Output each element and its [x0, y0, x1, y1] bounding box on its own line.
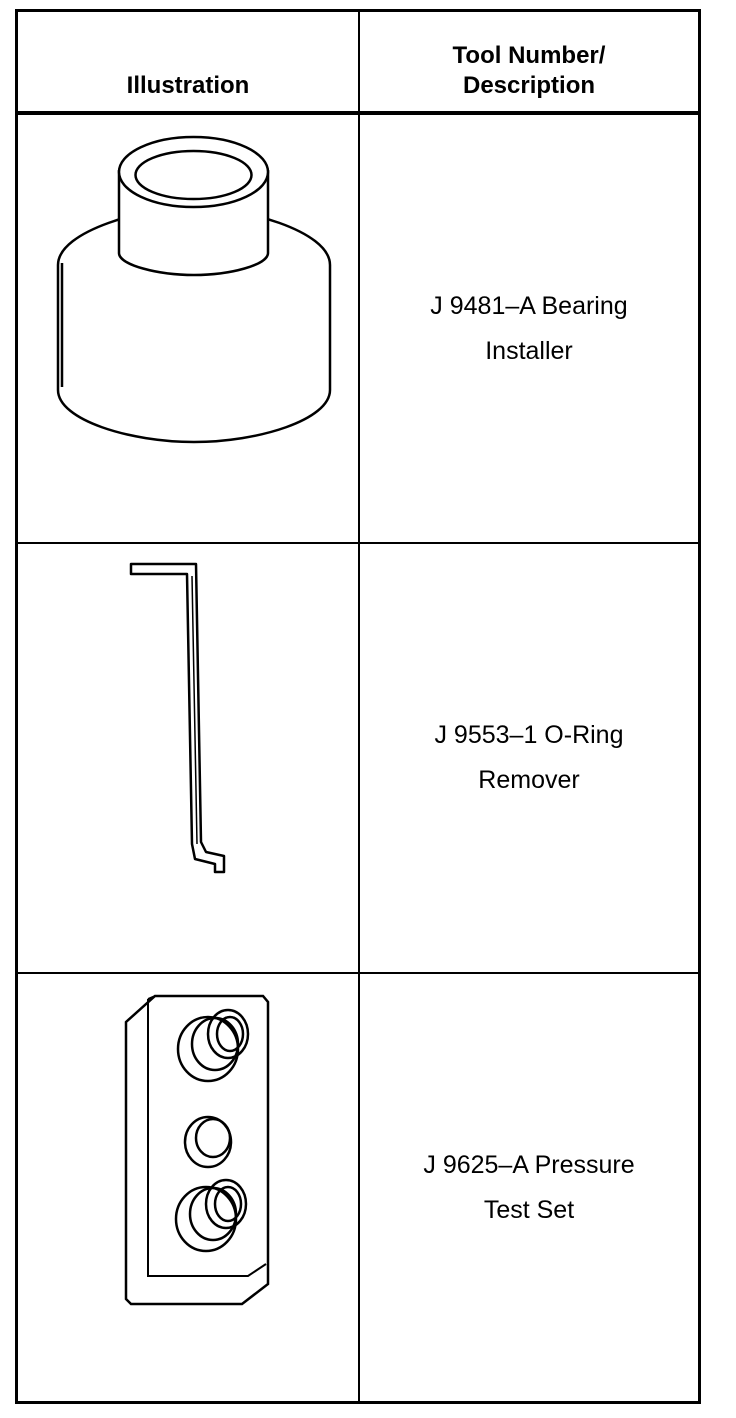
tool-description: J 9553–1 O-Ring Remover [434, 721, 624, 794]
row-divider [18, 542, 698, 544]
tool-description: J 9481–A Bearing Installer [430, 291, 628, 365]
table-row-1-description: J 9481–A Bearing Installer [360, 115, 698, 542]
tool-table: Illustration Tool Number/ Description J … [15, 9, 701, 1404]
header-illustration-label: Illustration [126, 72, 250, 99]
column-divider [358, 12, 360, 1401]
table-row-2-illustration [18, 544, 358, 972]
o-ring-remover-icon [129, 562, 226, 874]
table-row-1-illustration [18, 115, 358, 542]
table-row-2-description: J 9553–1 O-Ring Remover [360, 544, 698, 972]
header-tool-number-label: Tool Number/ Description [452, 42, 606, 99]
bearing-installer-icon [56, 135, 332, 444]
table-row-3-description: J 9625–A Pressure Test Set [360, 974, 698, 1401]
table-row-3-illustration [18, 974, 358, 1401]
pressure-test-set-icon [124, 994, 270, 1306]
tool-description: J 9625–A Pressure Test Set [423, 1150, 635, 1224]
header-tool-number: Tool Number/ Description [360, 12, 698, 111]
header-illustration: Illustration [18, 12, 358, 111]
row-divider [18, 972, 698, 974]
header-divider [18, 111, 698, 115]
